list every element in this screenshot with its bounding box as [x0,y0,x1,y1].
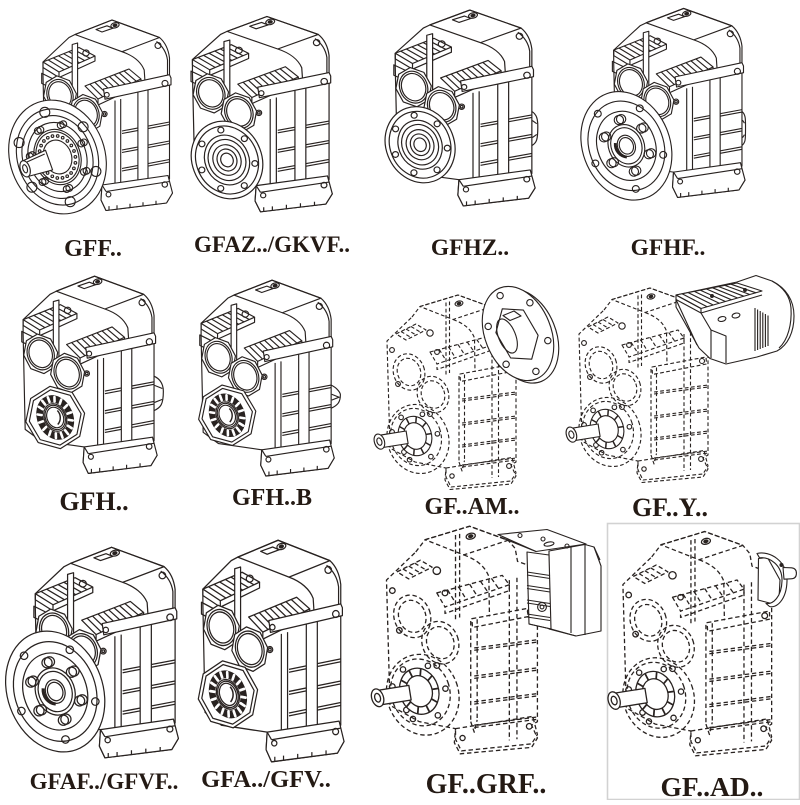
svg-text:GF..AD..: GF..AD.. [661,771,764,800]
svg-text:GFA../GFV..: GFA../GFV.. [201,766,331,793]
svg-text:GFHF..: GFHF.. [631,235,706,261]
svg-text:GF..GRF..: GF..GRF.. [426,769,547,800]
svg-text:GFAF../GFVF..: GFAF../GFVF.. [30,769,179,794]
svg-text:GF..Y..: GF..Y.. [632,493,708,522]
svg-text:GF..AM..: GF..AM.. [424,494,519,520]
svg-text:GFF..: GFF.. [64,236,122,262]
svg-text:GFH..: GFH.. [59,487,128,516]
svg-text:GFH..B: GFH..B [232,485,312,511]
svg-text:GFAZ../GKVF..: GFAZ../GKVF.. [194,232,350,257]
svg-text:GFHZ..: GFHZ.. [431,235,509,261]
